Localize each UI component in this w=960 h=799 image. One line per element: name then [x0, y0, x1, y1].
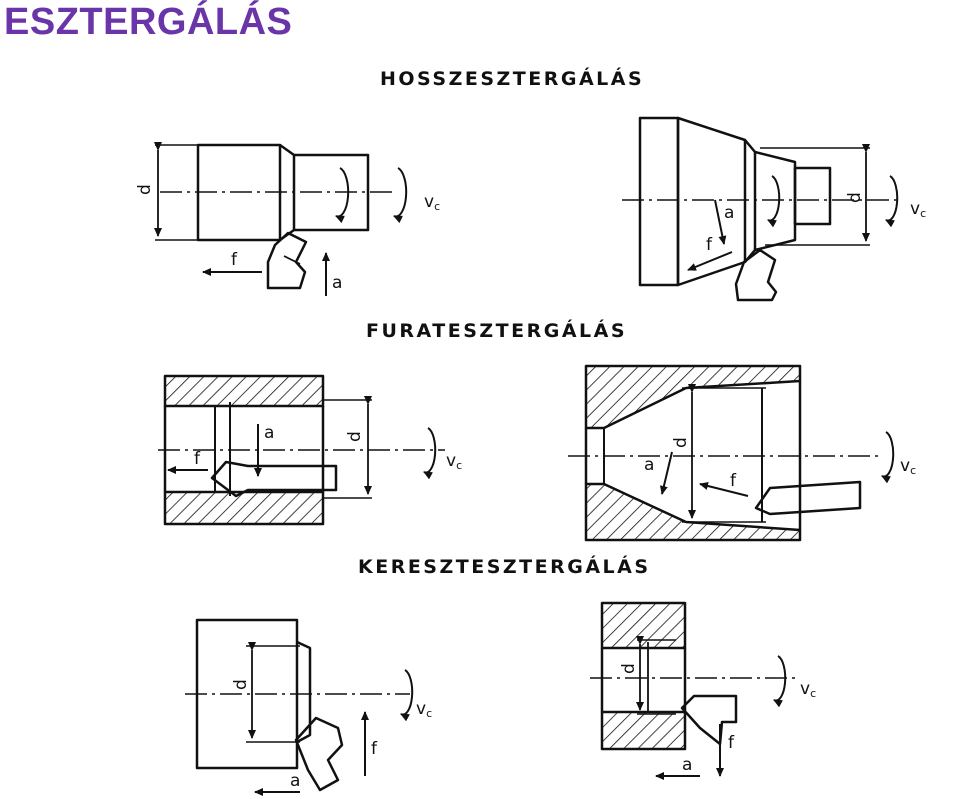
feed-arrow [687, 251, 733, 271]
label-vc: vc [900, 456, 916, 477]
label-f: f [728, 733, 735, 753]
depth-arrow [659, 451, 673, 495]
rotation-arrow [881, 431, 895, 484]
label-a: a [682, 755, 692, 775]
section-title-facing: KERESZTESZTERGÁLÁS [358, 556, 651, 578]
section-title-longitudinal: HOSSZESZTERGÁLÁS [380, 68, 645, 90]
label-d: d [619, 663, 639, 674]
label-a: a [644, 455, 654, 475]
cutting-tool [294, 716, 344, 792]
cutting-tool [680, 694, 738, 746]
depth-arrow [714, 199, 727, 245]
rotation-arrow [400, 669, 414, 722]
panel-facing-bore [590, 601, 795, 780]
label-f: f [371, 739, 378, 759]
label-vc: vc [446, 451, 462, 472]
label-d: d [845, 192, 865, 203]
label-vc: vc [416, 699, 432, 720]
cutting-tool [266, 231, 308, 290]
rotation-arrow [885, 175, 899, 228]
rotation-arrow [335, 167, 350, 224]
panel-bore-cylindrical [158, 374, 445, 526]
label-vc: vc [800, 679, 816, 700]
section-title-bore: FURATESZTERGÁLÁS [366, 320, 628, 342]
label-d: d [671, 437, 691, 448]
rotation-arrow [767, 175, 781, 228]
boring-bar [210, 460, 338, 498]
boring-bar [754, 480, 862, 516]
label-f: f [730, 471, 737, 491]
label-d: d [135, 184, 155, 195]
label-f: f [706, 235, 713, 255]
label-f: f [194, 449, 201, 469]
label-a: a [264, 423, 274, 443]
label-d: d [345, 431, 365, 442]
rotation-arrow [423, 427, 437, 480]
panel-facing-external [185, 618, 414, 796]
label-f: f [231, 250, 238, 270]
panel-bore-taper [568, 364, 895, 542]
label-a: a [724, 203, 734, 223]
rotation-arrow [773, 655, 787, 708]
cutting-tool [734, 248, 778, 302]
label-a: a [290, 771, 300, 791]
panel-longitudinal-cylindrical [154, 142, 408, 296]
panel-longitudinal-taper [622, 116, 900, 302]
feed-arrow [699, 482, 749, 497]
page-title: ESZTERGÁLÁS [4, 1, 293, 43]
rotation-arrow [393, 167, 408, 224]
label-vc: vc [424, 192, 440, 213]
label-d: d [231, 679, 251, 690]
label-a: a [332, 273, 342, 293]
label-vc: vc [910, 199, 926, 220]
